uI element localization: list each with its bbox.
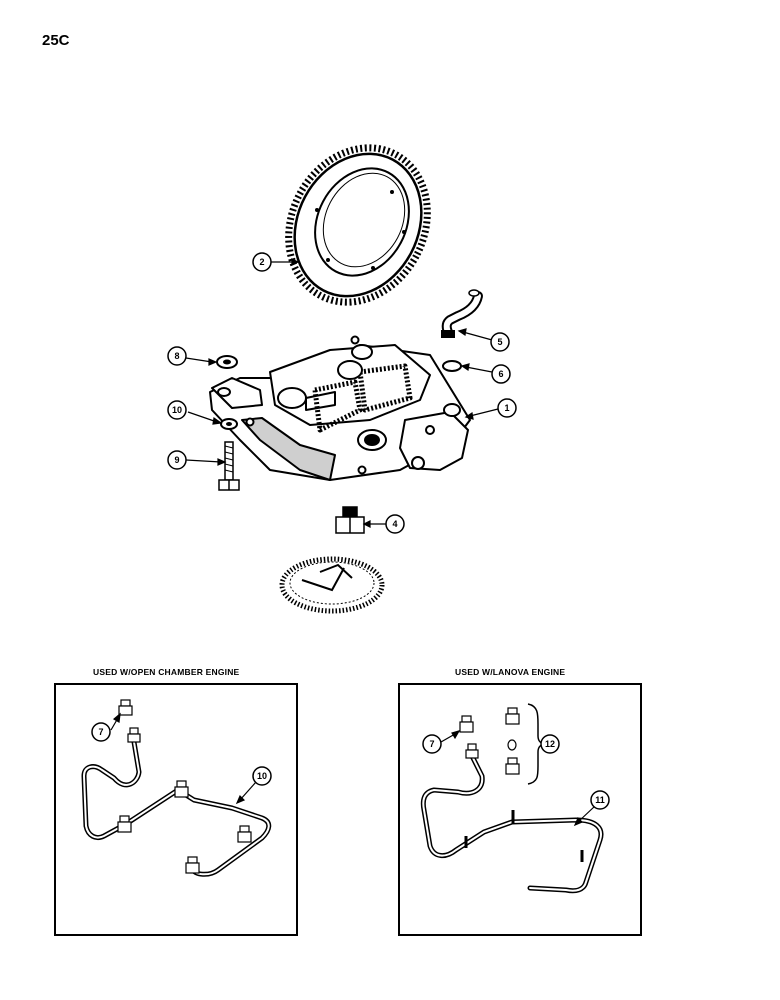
callout-9: 9 [174,455,179,465]
plug-fitting-illustration [335,506,365,534]
callout-2: 2 [259,257,264,267]
bolt-illustration [218,441,240,491]
inset-right-callout-11: 11 [595,795,605,805]
washer-illustration [216,355,238,369]
callout-4: 4 [392,519,397,529]
elbow-fitting-illustration [441,289,483,338]
open-chamber-injection-lines [81,739,272,877]
lanova-line-stubs [464,810,584,862]
lock-washer-illustration [220,418,238,430]
lower-gear-illustration [279,556,385,614]
page-number: 25C [42,32,70,49]
inset-right-caption: USED W/LANOVA ENGINE [455,667,566,677]
o-ring-illustration [442,360,462,372]
callout-8: 8 [174,351,179,361]
pump-housing-illustration [209,335,471,481]
inset-left-caption: USED W/OPEN CHAMBER ENGINE [93,667,240,677]
lanova-fittings [459,707,520,775]
callout-10: 10 [172,405,182,415]
open-chamber-fittings [117,699,252,874]
callout-5: 5 [497,337,502,347]
lanova-injection-lines [420,749,604,894]
inset-right-callout-12: 12 [545,739,555,749]
gear-illustration [285,144,431,306]
inset-left-callout-10: 10 [257,771,267,781]
callout-1: 1 [504,403,509,413]
inset-right-callout-7: 7 [429,739,434,749]
callout-6: 6 [498,369,503,379]
inset-left-callout-7: 7 [98,727,103,737]
